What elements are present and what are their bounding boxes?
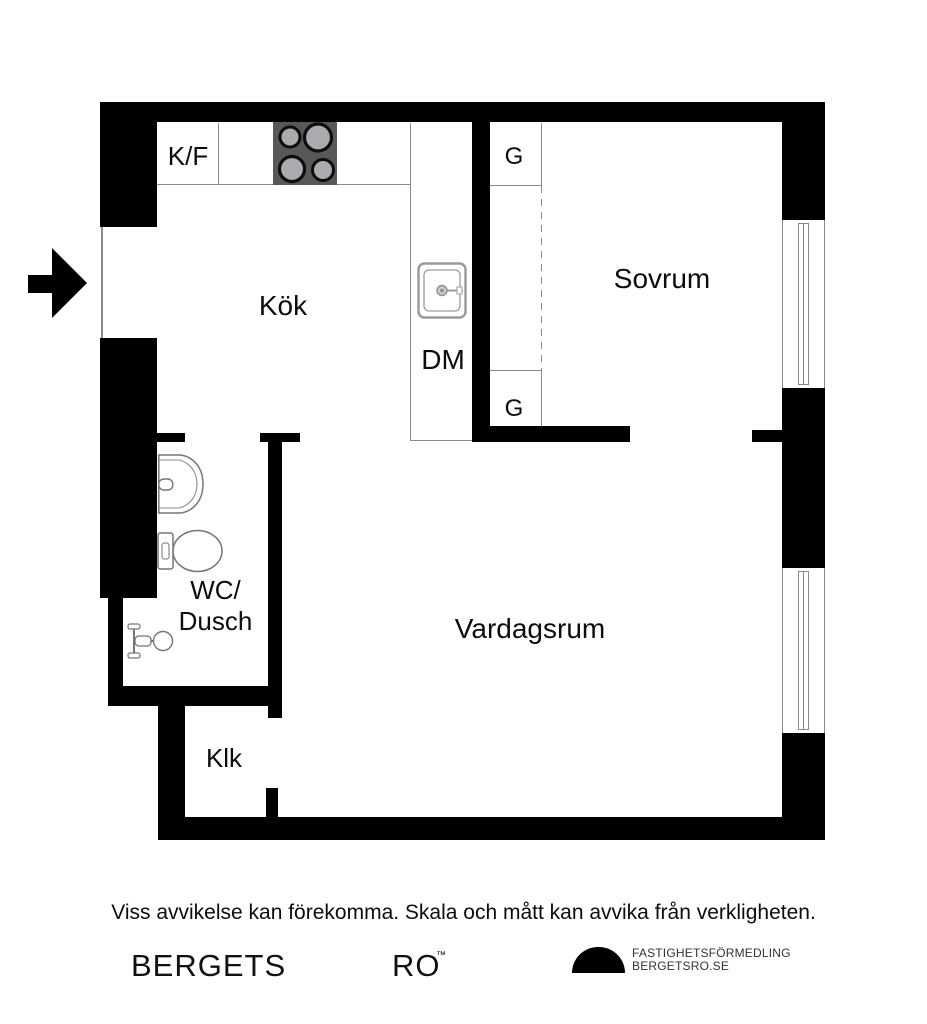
wall-top (100, 102, 825, 122)
livingroom-window-pane (798, 571, 809, 730)
brand-word-ro: RO (392, 948, 441, 983)
label-wc-line1: WC/ (190, 575, 241, 605)
brand-tagline: FASTIGHETSFÖRMEDLING BERGETSRO.SE (632, 947, 791, 972)
bedroom-window-pane (798, 223, 809, 385)
wall-bedroom-bottom (472, 426, 630, 442)
toilet-icon (157, 527, 223, 575)
wall-bathroom-divider-top (260, 433, 300, 442)
label-fridge-freezer: K/F (167, 141, 209, 171)
label-kitchen: Kök (258, 290, 308, 321)
label-wardrobe-bottom: G (504, 395, 524, 422)
label-wardrobe-top: G (504, 143, 524, 170)
wardrobe-top-shelf-line (490, 185, 542, 186)
bedroom-window (782, 220, 825, 388)
wall-bathroom-door-jamb (157, 433, 185, 442)
counter-strip-end-line (410, 440, 472, 441)
wall-bathroom-divider (268, 442, 282, 718)
wall-left-mid (100, 338, 157, 598)
washbasin-icon (158, 454, 204, 514)
label-dishwasher: DM (421, 344, 465, 375)
brand-trademark: ™ (436, 950, 446, 961)
label-wc-line2: Dusch (178, 606, 253, 636)
wall-right-upper (782, 122, 825, 220)
kitchen-sink-icon (417, 262, 467, 319)
entrance-opening-line (101, 227, 103, 338)
wall-right-mid (782, 388, 825, 568)
wardrobe-top-edge-line (541, 123, 542, 185)
wardrobe-dashed-line (541, 186, 542, 370)
brand-logo-dome-icon (572, 947, 625, 973)
brand-tagline-line1: FASTIGHETSFÖRMEDLING (632, 946, 791, 960)
brand-word-bergets: BERGETS (131, 948, 287, 983)
entrance-arrow-icon (26, 246, 90, 321)
shower-icon (122, 622, 176, 660)
wall-bedroom-bottom-stub (752, 430, 782, 442)
wall-bathroom-bottom (108, 686, 277, 706)
wall-closet-left (158, 706, 185, 817)
wall-bottom (158, 817, 825, 840)
livingroom-window-pane-line (803, 572, 804, 729)
wall-right-lower (782, 733, 825, 840)
bedroom-window-pane-line (803, 224, 804, 384)
counter-kf-divider-line (218, 123, 219, 184)
wardrobe-bottom-edge-line (541, 370, 542, 426)
wardrobe-bottom-shelf-line (490, 370, 542, 371)
label-closet: Klk (205, 743, 243, 773)
wall-left-lower (108, 598, 123, 706)
disclaimer-text: Viss avvikelse kan förekomma. Skala och … (111, 901, 816, 924)
brand-tagline-line2: BERGETSRO.SE (632, 958, 730, 973)
stove-icon (273, 122, 337, 185)
counter-right-edge-line (410, 123, 411, 440)
wall-closet-door-stub (266, 788, 278, 817)
label-wc-shower: WC/ Dusch (153, 575, 278, 637)
livingroom-window (782, 568, 825, 733)
label-living-room: Vardagsrum (454, 613, 606, 644)
label-bedroom: Sovrum (613, 263, 711, 294)
wall-kitchen-bedroom (472, 122, 490, 442)
wall-left-upper (100, 122, 157, 227)
